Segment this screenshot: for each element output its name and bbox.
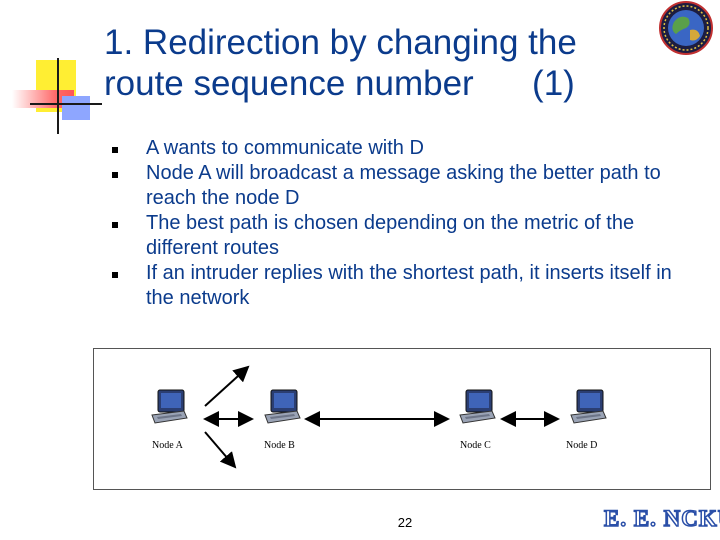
bullet-item: A wants to communicate with D (112, 136, 702, 161)
bullet-item: The best path is chosen depending on the… (112, 211, 702, 261)
globe-logo-icon (659, 1, 713, 55)
arrow-up-right (204, 365, 250, 407)
decor-vertical-line (57, 58, 59, 134)
laptop-icon (151, 389, 188, 424)
bullet-item: If an intruder replies with the shortest… (112, 261, 702, 311)
decor-blue-block (62, 96, 90, 120)
bullet-item: Node A will broadcast a message asking t… (112, 161, 702, 211)
network-diagram: Node A Node B Node C Node D (93, 348, 711, 490)
bullet-list: A wants to communicate with D Node A wil… (112, 136, 702, 311)
bullet-text: The best path is chosen depending on the… (146, 212, 635, 259)
footer-brand: E. E. NCKU (603, 505, 720, 532)
diagram-arrows (203, 365, 560, 469)
node-label: Node A (152, 440, 183, 451)
bullet-marker (112, 147, 118, 153)
title-line-2: route sequence number (1) (104, 64, 575, 103)
laptop-icon (459, 389, 496, 424)
bullet-marker (112, 272, 118, 278)
bullet-marker (112, 222, 118, 228)
bullet-text: A wants to communicate with D (146, 137, 424, 159)
slide-title: 1. Redirection by changing the route seq… (104, 22, 664, 104)
bullet-marker (112, 172, 118, 178)
page-number: 22 (397, 515, 413, 530)
decor-horizontal-line (30, 103, 102, 105)
node-label: Node C (460, 440, 491, 451)
laptop-icon (570, 389, 607, 424)
bullet-text: Node A will broadcast a message asking t… (146, 162, 661, 209)
node-label: Node B (264, 440, 295, 451)
arrow-down-right (204, 431, 237, 469)
node-label: Node D (566, 440, 598, 451)
laptop-icon (264, 389, 301, 424)
bullet-text: If an intruder replies with the shortest… (146, 262, 672, 309)
title-line-1: 1. Redirection by changing the (104, 23, 577, 62)
